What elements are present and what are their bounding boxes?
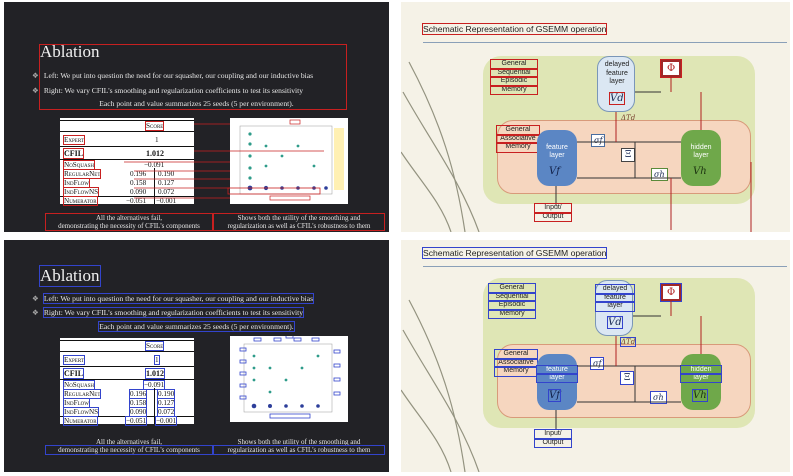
bullet-right: ❖Right: We vary CFIL's smoothing and reg…: [32, 307, 305, 318]
score-header: Score: [144, 121, 165, 131]
vd-symbol: Vd: [609, 92, 625, 105]
schematic-arrows: [555, 76, 752, 232]
row-nosquash: NoSquash: [62, 160, 96, 170]
row-expert: Expert: [63, 355, 85, 365]
caption-left: All the alternatives fail, demonstrating…: [45, 213, 213, 231]
slide-title: Ablation: [39, 265, 101, 287]
row-indflow: IndFlow: [63, 178, 90, 188]
schematic-title: Schematic Representation of GSEMM operat…: [421, 247, 608, 259]
row-indflow: IndFlow: [63, 398, 90, 408]
slide-swoosh-decoration: [401, 299, 480, 472]
caption-right: Shows both the utility of the smoothing …: [213, 213, 385, 231]
schematic-slide-red: Schematic Representation of GSEMM operat…: [401, 2, 790, 232]
gam-label: General Associative Memory: [494, 349, 538, 377]
vf-symbol: Vf: [548, 389, 561, 402]
sigma-f-box: σf: [591, 134, 606, 147]
xi-box: Ξ: [619, 371, 635, 385]
sensitivity-scatter: [239, 334, 341, 419]
feature-layer: feature layer Vf: [537, 130, 577, 186]
bullet-left-text: Left: We put into question the need for …: [42, 293, 315, 304]
row-regularnet: RegularNet: [62, 389, 102, 399]
schematic-arrows: [555, 300, 702, 430]
vf-symbol: Vf: [549, 166, 560, 177]
ablation-slide-blue: Ablation ❖Left: We put into question the…: [4, 240, 389, 472]
sigma-f-box: σf: [589, 357, 605, 370]
input-output-label: Input/ Output: [534, 203, 572, 222]
gsm-label: General Sequential Episodic Memory: [488, 283, 536, 319]
bullet-right-text: Right: We vary CFIL's smoothing and regu…: [43, 86, 304, 95]
row-numerator: Numerator: [63, 416, 98, 426]
annotation-connectors: [124, 123, 324, 199]
bullet-right: ❖ Right: We vary CFIL's smoothing and reg…: [32, 86, 303, 95]
input-output-label: Input/ Output: [534, 429, 572, 448]
hidden-layer: hidden layer Vh: [681, 130, 721, 186]
vd-symbol: Vd: [607, 316, 623, 329]
row-indflowns: IndFlowNS: [62, 187, 100, 197]
bullet-icon: ❖: [32, 86, 39, 95]
score-table: Score Expert 1 CFIL 1.012 NoSquash −0.09…: [60, 118, 194, 206]
score-table: Score Expert 1 CFIL 1.012 NoSquash −0.09…: [60, 338, 194, 426]
delayed-feature-layer: delayed feature layer Vd: [595, 280, 635, 336]
row-expert: Expert: [63, 135, 85, 145]
bullet-icon: ❖: [32, 294, 39, 303]
bullet-right-text: Right: We vary CFIL's smoothing and regu…: [42, 307, 305, 318]
tau-label: ΔTd: [619, 337, 637, 347]
schematic-title: Schematic Representation of GSEMM operat…: [421, 23, 608, 35]
row-nosquash: NoSquash: [62, 380, 96, 390]
seed-note: Each point and value summarizes 25 seeds…: [98, 321, 295, 332]
row-cfil: CFIL: [62, 368, 85, 379]
hidden-layer: hidden layer Vh: [680, 354, 722, 410]
feature-layer: feature layer Vf: [536, 354, 578, 410]
row-cfil: CFIL: [62, 148, 85, 159]
tau-label: ΔTd: [621, 114, 636, 122]
vh-symbol: Vh: [692, 389, 708, 402]
row-indflowns: IndFlowNS: [62, 407, 100, 417]
gam-label: General Associative Memory: [496, 125, 540, 153]
seed-note: Each point and value summarizes 25 seeds…: [99, 99, 294, 108]
slide-swoosh-decoration: [401, 61, 480, 232]
delayed-feature-layer: delayed feature layer Vd: [597, 56, 635, 112]
schematic-slide-blue: Schematic Representation of GSEMM operat…: [401, 240, 790, 472]
caption-left: All the alternatives fail, demonstrating…: [45, 438, 213, 455]
bullet-left: ❖ Left: We put into question the need for…: [32, 71, 313, 80]
sigma-h-box: σh: [650, 391, 667, 404]
bullet-icon: ❖: [32, 71, 39, 80]
row-numerator: Numerator: [63, 196, 98, 206]
gsm-label: General Sequential Episodic Memory: [490, 59, 538, 95]
slide-title: Ablation: [40, 42, 100, 61]
caption-right: Shows both the utility of the smoothing …: [213, 438, 385, 455]
score-header: Score: [144, 341, 165, 351]
bullet-left: ❖Left: We put into question the need for…: [32, 293, 315, 304]
bullet-icon: ❖: [32, 308, 39, 317]
row-regularnet: RegularNet: [62, 169, 102, 179]
bullet-left-text: Left: We put into question the need for …: [43, 71, 314, 80]
vh-symbol: Vh: [693, 166, 707, 177]
ablation-slide-red: Ablation ❖ Left: We put into question the…: [4, 2, 389, 232]
sensitivity-plot: [230, 118, 348, 204]
sensitivity-plot: [230, 334, 348, 422]
